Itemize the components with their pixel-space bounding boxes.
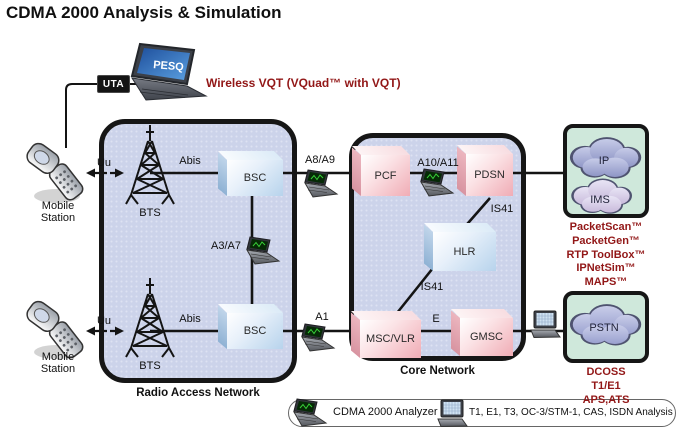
uu-arrow-1 (86, 168, 124, 178)
link-label-a3a7: A3/A7 (211, 240, 241, 252)
pstn-tools-list: DCOSS T1/E1 APS,ATS (560, 366, 652, 407)
core-caption: Core Network (400, 365, 475, 377)
ip-cloud-label: IP (599, 155, 609, 167)
tool-ipnetsim: IPNetSim™ (576, 262, 636, 275)
mobile-station-line2: Station (40, 212, 76, 224)
vqt-label: Wireless VQT (VQuad™ with VQT) (206, 76, 401, 90)
connector-lines (150, 171, 563, 333)
uu-arrow-2 (86, 326, 124, 336)
node-pdsn: PDSN (457, 145, 513, 196)
mobile-station-line2: Station (40, 363, 76, 375)
tool-packetscan: PacketScan™ (569, 221, 643, 233)
link-label-uu-1: Uu (96, 157, 112, 169)
uta-box: UTA (97, 75, 130, 93)
node-pcf: PCF (352, 146, 410, 196)
node-msc-vlr: MSC/VLR (351, 311, 421, 358)
legend-laptop-icon (293, 398, 327, 427)
node-hlr: HLR (424, 223, 496, 271)
ip-tools-list: PacketScan™ PacketGen™ RTP ToolBox™ IPNe… (552, 221, 660, 290)
pstn-cloud-label: PSTN (589, 322, 618, 334)
bts-tower-icon (125, 277, 175, 358)
bts-label-2: BTS (139, 360, 161, 372)
ims-cloud-label: IMS (590, 194, 610, 206)
link-label-a1: A1 (315, 311, 329, 323)
ran-caption: Radio Access Network (136, 387, 260, 399)
mobile-station-label-2: Mobile Station (28, 351, 88, 375)
uta-wire (65, 83, 142, 148)
node-bsc-2-label: BSC (227, 313, 283, 349)
node-bsc-2: BSC (218, 304, 283, 349)
mobile-station-line1: Mobile (41, 351, 75, 363)
link-label-is41-2: IS41 (420, 281, 444, 293)
node-pdsn-label: PDSN (466, 154, 513, 196)
legend-item-cdma-analyzer: CDMA 2000 Analyzer (333, 406, 438, 418)
node-msc-vlr-label: MSC/VLR (360, 320, 421, 358)
bts-tower-icon (125, 124, 175, 205)
legend-item-t1e1-analysis: T1, E1, T3, OC-3/STM-1, CAS, ISDN Analys… (469, 407, 673, 418)
tool-t1e1: T1/E1 (591, 379, 621, 392)
analyzer-laptop-icon-a1 (301, 323, 335, 352)
link-label-abis-1: Abis (179, 155, 201, 167)
node-gmsc: GMSC (451, 309, 513, 356)
pesq-laptop-icon: PESQ (130, 42, 208, 101)
legend-analyzer-icon (437, 399, 468, 427)
node-bsc-1-label: BSC (227, 160, 283, 196)
pesq-label: PESQ (153, 59, 185, 74)
node-gmsc-label: GMSC (460, 318, 513, 356)
tool-packetgen: PacketGen™ (572, 234, 640, 247)
t1e1-analyzer-icon-pstn (530, 310, 561, 338)
link-label-abis-2: Abis (179, 313, 201, 325)
link-label-uu-2: Uu (96, 315, 112, 327)
tool-rtp-toolbox: RTP ToolBox™ (566, 248, 646, 261)
mobile-station-label-1: Mobile Station (28, 200, 88, 224)
mobile-station-line1: Mobile (41, 200, 75, 212)
tool-maps: MAPS™ (584, 276, 628, 289)
bts-label-1: BTS (139, 207, 161, 219)
legend-bar (288, 399, 676, 427)
page-title: CDMA 2000 Analysis & Simulation (6, 3, 282, 22)
node-pcf-label: PCF (361, 155, 410, 196)
link-label-e: E (432, 313, 440, 325)
tool-dcoss: DCOSS (586, 366, 626, 378)
node-hlr-label: HLR (433, 232, 496, 271)
node-bsc-1: BSC (218, 151, 283, 196)
link-label-a10a11: A10/A11 (417, 157, 459, 169)
link-label-is41-1: IS41 (490, 203, 514, 215)
tool-aps-ats: APS,ATS (582, 393, 630, 406)
link-label-a8a9: A8/A9 (305, 154, 335, 166)
